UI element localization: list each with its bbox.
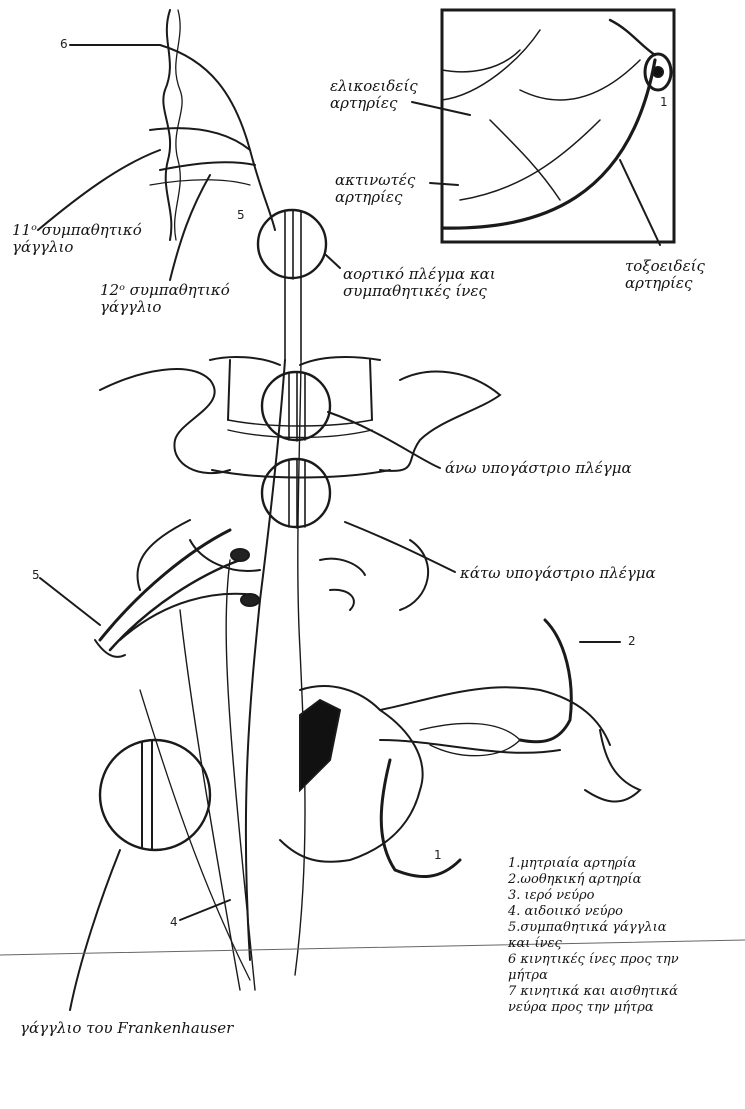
uterine-artery <box>381 760 460 877</box>
leader-frankenhauser <box>70 850 120 1010</box>
label-arcuate-arteries: τοξοειδείς αρτηρίες <box>625 258 705 292</box>
marker-1-inset: 1 <box>660 95 668 109</box>
legend-item-3: 3. ιερό νεύρο <box>508 888 740 904</box>
label-superior-hypogastric: άνω υπογάστριο πλέγμα <box>445 460 632 477</box>
leader-inferior <box>345 522 455 572</box>
label-radial-arteries: ακτινωτές αρτηρίες <box>335 172 415 206</box>
aortic-plexus-circle <box>258 210 326 278</box>
label-helicine-arteries: ελικοειδείς αρτηρίες <box>330 78 418 112</box>
legend: 1.μητριαία αρτηρία 2.ωοθηκική αρτηρία 3.… <box>508 856 740 1016</box>
vertebra <box>210 357 380 365</box>
marker-4: 4 <box>170 915 178 929</box>
marker-5-side: 5 <box>32 568 40 582</box>
leader-ganglion-12 <box>170 175 210 280</box>
legend-item-5: 5.συμπαθητικά γάγγλια και ίνες <box>508 920 740 952</box>
label-frankenhauser: γάγγλιο του Frankenhauser <box>20 1020 233 1037</box>
frankenhauser-circle <box>100 740 210 850</box>
label-ganglion-11: 11ᵒ συμπαθητικό γάγγλιο <box>12 222 142 256</box>
leader-ganglion-11 <box>38 150 160 230</box>
label-ganglion-12: 12ᵒ συμπαθητικό γάγγλιο <box>100 282 230 316</box>
legend-item-7: 7 κινητικά και αισθητικά νεύρα προς την … <box>508 984 740 1016</box>
leader-aortic <box>326 255 340 268</box>
label-aortic-plexus: αορτικό πλέγμα και συμπαθητικές ίνες <box>343 266 496 300</box>
superior-hypogastric-circle <box>262 372 330 440</box>
ovarian-artery <box>520 620 571 742</box>
sympathetic-chain <box>163 10 171 240</box>
arcuate-artery-curve <box>442 60 655 228</box>
marker-2: 2 <box>628 634 636 648</box>
legend-item-6: 6 κινητικές ίνες προς την μήτρα <box>508 952 740 984</box>
legend-item-4: 4. αιδοιικό νεύρο <box>508 904 740 920</box>
marker-1: 1 <box>434 848 442 862</box>
marker-5-top: 5 <box>237 208 245 222</box>
marker-6: 6 <box>60 37 68 51</box>
leader-superior <box>328 412 440 468</box>
legend-item-1: 1.μητριαία αρτηρία <box>508 856 740 872</box>
label-inferior-hypogastric: κάτω υπογάστριο πλέγμα <box>460 565 656 582</box>
legend-item-2: 2.ωοθηκική αρτηρία <box>508 872 740 888</box>
